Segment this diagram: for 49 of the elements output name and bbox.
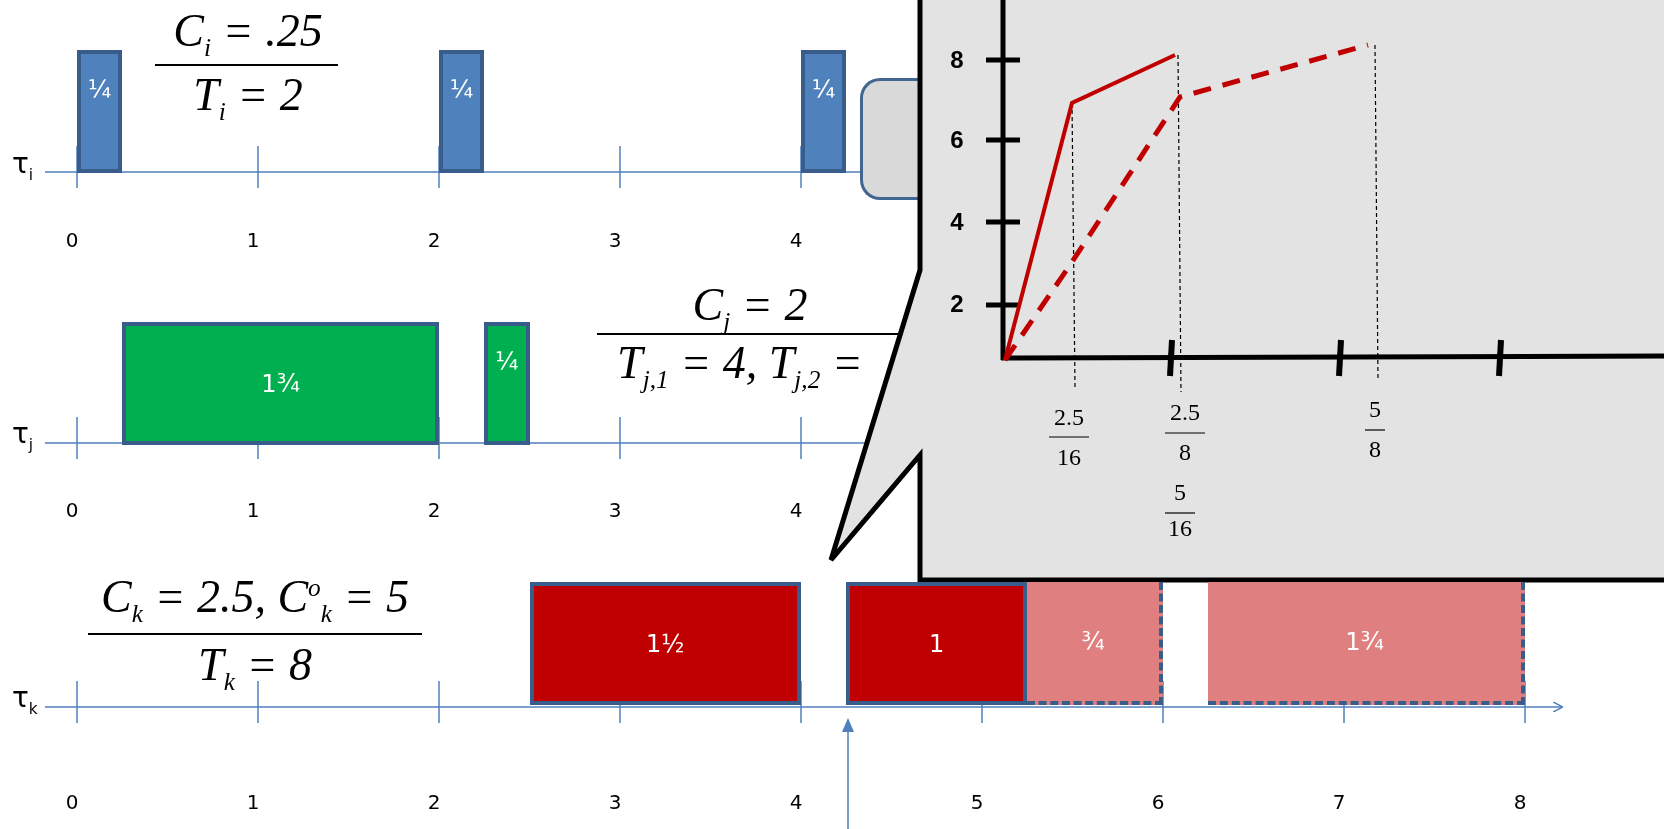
tick-label: 1 xyxy=(246,792,260,812)
tick-label: 0 xyxy=(65,230,79,250)
row-label: τ$_{k}$ xyxy=(12,684,38,717)
tick-label: 6 xyxy=(950,128,964,152)
tick-label: 7 xyxy=(1332,792,1346,812)
tick-label: 1 xyxy=(246,500,260,520)
tick-label: 2 xyxy=(427,230,441,250)
tick-label: 2 xyxy=(950,292,964,316)
formula: C$_{i}$ = .25 xyxy=(173,8,323,61)
job-block: ¼ xyxy=(484,322,530,445)
tick-label: 3 xyxy=(608,792,622,812)
tick-label: 2 xyxy=(427,500,441,520)
job-block: ¼ xyxy=(801,50,847,173)
job-block: 1½ xyxy=(529,582,801,705)
tick-label: 4 xyxy=(789,500,803,520)
tick-label: 16 xyxy=(1168,516,1192,540)
rounded-box xyxy=(860,78,920,200)
tick-label: 1 xyxy=(246,230,260,250)
tick-label: 5 xyxy=(1369,397,1381,421)
tick-label: 4 xyxy=(950,210,964,234)
tick-label: 4 xyxy=(789,230,803,250)
job-block: ¼ xyxy=(439,50,485,173)
row-label: τ$_{i}$ xyxy=(12,150,34,183)
job-block: ¾ xyxy=(1027,582,1163,705)
tick-label: 6 xyxy=(1151,792,1165,812)
tick-label: 2.5 xyxy=(1054,405,1084,429)
tick-label: 5 xyxy=(970,792,984,812)
tick-label: 8 xyxy=(1179,440,1191,464)
job-block: ¼ xyxy=(77,50,123,173)
tick-label: 16 xyxy=(1057,445,1081,469)
tick-label: 0 xyxy=(65,500,79,520)
tick-label: 2.5 xyxy=(1170,400,1200,424)
tick-label: 5 xyxy=(1174,480,1186,504)
job-block: 1¾ xyxy=(122,322,439,445)
tick-label: 8 xyxy=(950,48,964,72)
job-block: 1¾ xyxy=(1208,582,1525,705)
tick-label: 8 xyxy=(1369,437,1381,461)
job-block: 1 xyxy=(846,582,1028,705)
tick-label: 3 xyxy=(608,500,622,520)
formula: T$_{k}$ = 8 xyxy=(198,642,312,695)
formula: C$_{k}$ = 2.5, C$^{o}$$_{k}$ = 5 xyxy=(100,574,410,627)
tick-label: 0 xyxy=(65,792,79,812)
tick-label: 4 xyxy=(789,792,803,812)
formula: T$_{i}$ = 2 xyxy=(193,72,303,125)
tick-label: 2 xyxy=(427,792,441,812)
tick-label: 8 xyxy=(1513,792,1527,812)
row-label: τ$_{j}$ xyxy=(12,420,34,453)
formula: T$_{j,1}$ = 4, T$_{j,2}$ = xyxy=(617,340,863,393)
tick-label: 3 xyxy=(608,230,622,250)
